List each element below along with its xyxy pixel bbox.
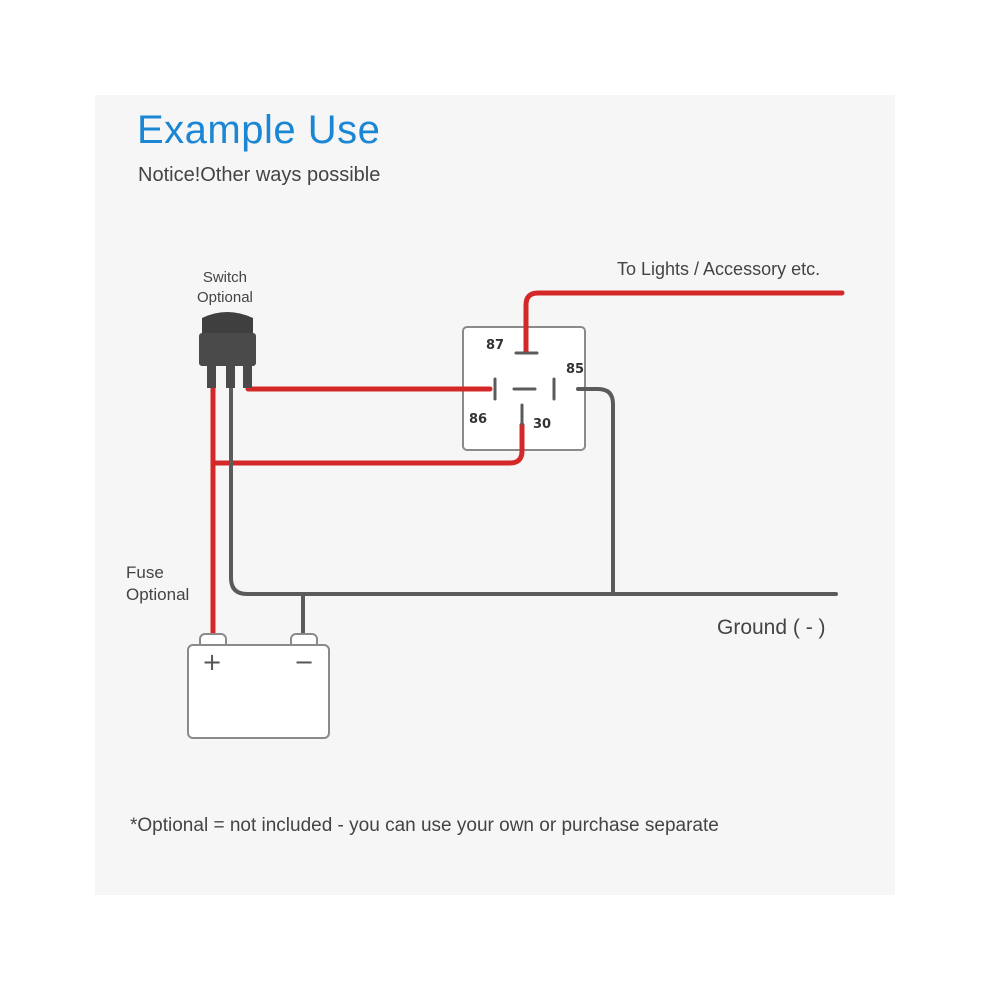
switch-terminal-3 — [243, 366, 252, 388]
fuse-label: Fuse Optional — [126, 562, 189, 606]
relay-pin-30: 30 — [533, 417, 551, 432]
battery-positive-sign: + — [202, 648, 222, 676]
switch-rocker — [202, 312, 253, 335]
battery-body — [187, 644, 330, 739]
battery: + − — [187, 633, 330, 739]
wire-30-feed — [210, 422, 525, 466]
switch-terminal-2 — [226, 366, 235, 388]
fuse-label-line2: Optional — [126, 585, 190, 604]
switch-body — [199, 333, 256, 366]
switch-terminal-1 — [207, 366, 216, 388]
relay-pin-85: 85 — [566, 362, 584, 377]
page-title: Example Use — [137, 108, 381, 152]
switch-label: Switch Optional — [197, 268, 253, 308]
battery-negative-sign: − — [294, 648, 314, 676]
fuse-label-line1: Fuse — [126, 563, 164, 582]
footnote: *Optional = not included - you can use y… — [130, 815, 719, 836]
wire-85-to-ground — [576, 387, 615, 596]
switch-label-line1: Switch — [202, 269, 248, 286]
diagram-panel — [95, 95, 895, 895]
switch — [199, 312, 256, 388]
page-subtitle: Notice!Other ways possible — [138, 164, 381, 186]
switch-label-line2: Optional — [197, 289, 253, 306]
lights-label: To Lights / Accessory etc. — [617, 259, 821, 279]
relay-pin-86: 86 — [469, 412, 487, 427]
relay-pin-87: 87 — [486, 338, 504, 353]
wire-87-to-lights — [523, 290, 845, 355]
ground-label: Ground ( - ) — [717, 616, 826, 639]
wire-switch-to-ground — [229, 383, 838, 596]
